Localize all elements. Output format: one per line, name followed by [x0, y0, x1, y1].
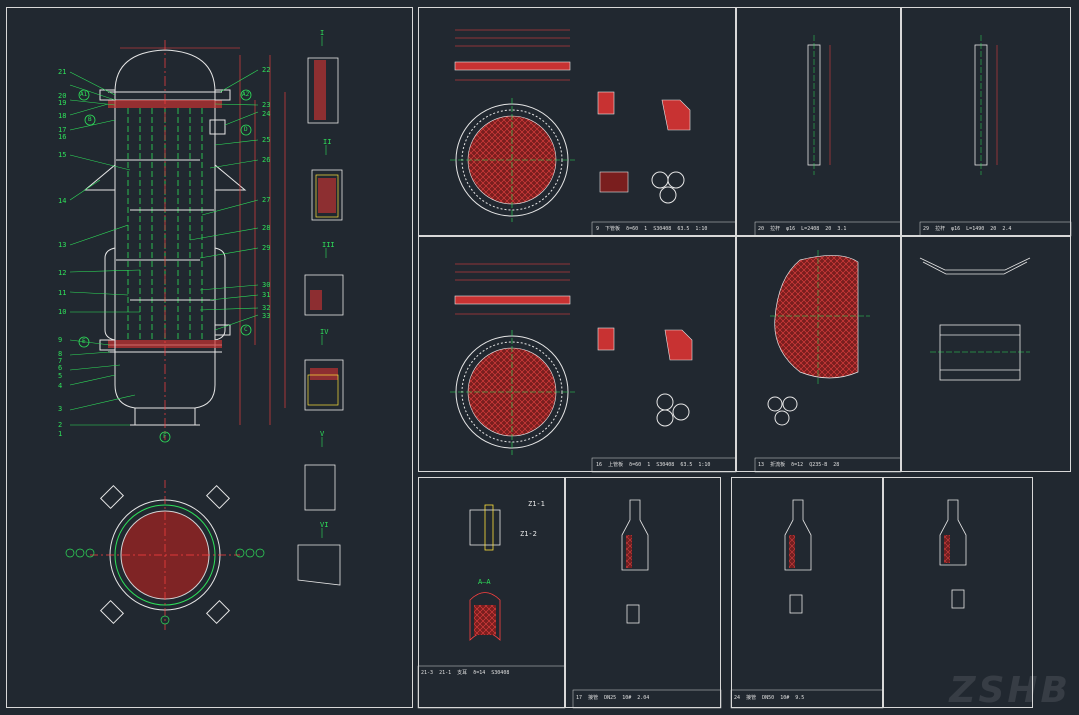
baffle-drawing [767, 250, 870, 426]
section-label-v: V [320, 430, 325, 438]
nozzle-label-c: C [244, 326, 248, 333]
callout-29: 29 [262, 244, 271, 252]
callout-21: 21 [58, 68, 67, 76]
callout-11: 11 [58, 289, 67, 297]
callout-17: 17 [58, 126, 67, 134]
watermark-logo: ZSHB [949, 670, 1071, 711]
detail-label-z1-2: Z1-2 [520, 530, 537, 538]
tie-rod-drawings [807, 35, 998, 175]
sheet-nozzle-1 [565, 477, 721, 708]
tubesheet-upper-drawing [450, 263, 693, 455]
title-row-lower-tubesheet: 9 下管板 δ=60 1 S30408 63.5 1:10 [596, 226, 708, 232]
callout-20: 20 [58, 92, 67, 100]
callout-22: 22 [262, 66, 271, 74]
sheet-tubesheet-lower [418, 7, 736, 236]
detail-label-z1-1: Z1-1 [528, 500, 545, 508]
tubesheet-lower-drawing [450, 29, 691, 222]
callout-16: 16 [58, 133, 67, 141]
section-label-iii: III [322, 241, 335, 249]
callout-25: 25 [262, 136, 271, 144]
callout-28: 28 [262, 224, 271, 232]
sheet-nozzle-2 [731, 477, 883, 708]
callout-13: 13 [58, 241, 67, 249]
callout-8: 8 [58, 350, 63, 358]
nozzle-label-a2: A2 [242, 91, 250, 98]
callout-6: 6 [58, 364, 63, 372]
sheet-lug [418, 477, 565, 708]
title-row-nozzle-2: 24 接管 DN50 10# 9.5 [734, 695, 805, 701]
callout-19: 19 [58, 99, 67, 107]
callout-1: 1 [58, 430, 63, 438]
detail-label-aa: A—A [478, 578, 491, 586]
callout-5: 5 [58, 372, 63, 380]
vessel-plan-view [65, 480, 265, 630]
callout-26: 26 [262, 156, 271, 164]
callout-30: 30 [262, 281, 271, 289]
support-drawing [919, 257, 1031, 381]
sheet-nozzle-3 [883, 477, 1033, 708]
title-row-upper-tubesheet: 16 上管板 δ=60 1 S30408 63.5 1:10 [596, 462, 711, 468]
callout-23: 23 [262, 101, 271, 109]
title-row-baffle: 13 折流板 δ=12 Q235-B 28 [758, 462, 840, 468]
callout-31: 31 [262, 291, 271, 299]
section-label-i: I [320, 29, 325, 37]
section-label-ii: II [323, 138, 332, 146]
callout-2: 2 [58, 421, 63, 429]
nozzle-label-d: D [244, 126, 248, 133]
callout-24: 24 [262, 110, 271, 118]
callout-4: 4 [58, 382, 63, 390]
sheet-baffle [736, 236, 901, 472]
nozzle-drawings [621, 499, 967, 624]
lug-drawing [469, 504, 501, 641]
title-row-tie-rod-2: 29 拉杆 φ16 L=1490 20 2.4 [923, 226, 1012, 232]
callout-18: 18 [58, 112, 67, 120]
title-row-tie-rod-1: 20 拉杆 φ16 L=2408 20 3.1 [758, 226, 847, 232]
nozzle-label-a1: A1 [80, 91, 88, 98]
sheet-support [901, 236, 1071, 472]
title-row-nozzle-1: 17 接管 DN25 10# 2.04 [576, 695, 650, 701]
callout-10: 10 [58, 308, 67, 316]
sheet-vessel-assembly [6, 7, 413, 708]
sheet-tie-rod-2 [901, 7, 1071, 236]
sheet-tubesheet-upper [418, 236, 736, 472]
section-label-iv: IV [320, 328, 329, 336]
sheet-tie-rod-1 [736, 7, 901, 236]
nozzle-label-f: F [163, 433, 167, 440]
callout-12: 12 [58, 269, 67, 277]
nozzle-label-b: B [88, 116, 92, 123]
callout-27: 27 [262, 196, 271, 204]
callout-3: 3 [58, 405, 63, 413]
callout-7: 7 [58, 357, 63, 365]
callout-33: 33 [262, 312, 271, 320]
title-row-lug: 21-3 21-1 支耳 δ=14 S30408 [421, 670, 510, 676]
callout-32: 32 [262, 304, 271, 312]
callout-14: 14 [58, 197, 67, 205]
callout-9: 9 [58, 336, 63, 344]
callout-15: 15 [58, 151, 67, 159]
section-label-vi: VI [320, 521, 329, 529]
nozzle-label-e: E [82, 338, 86, 345]
